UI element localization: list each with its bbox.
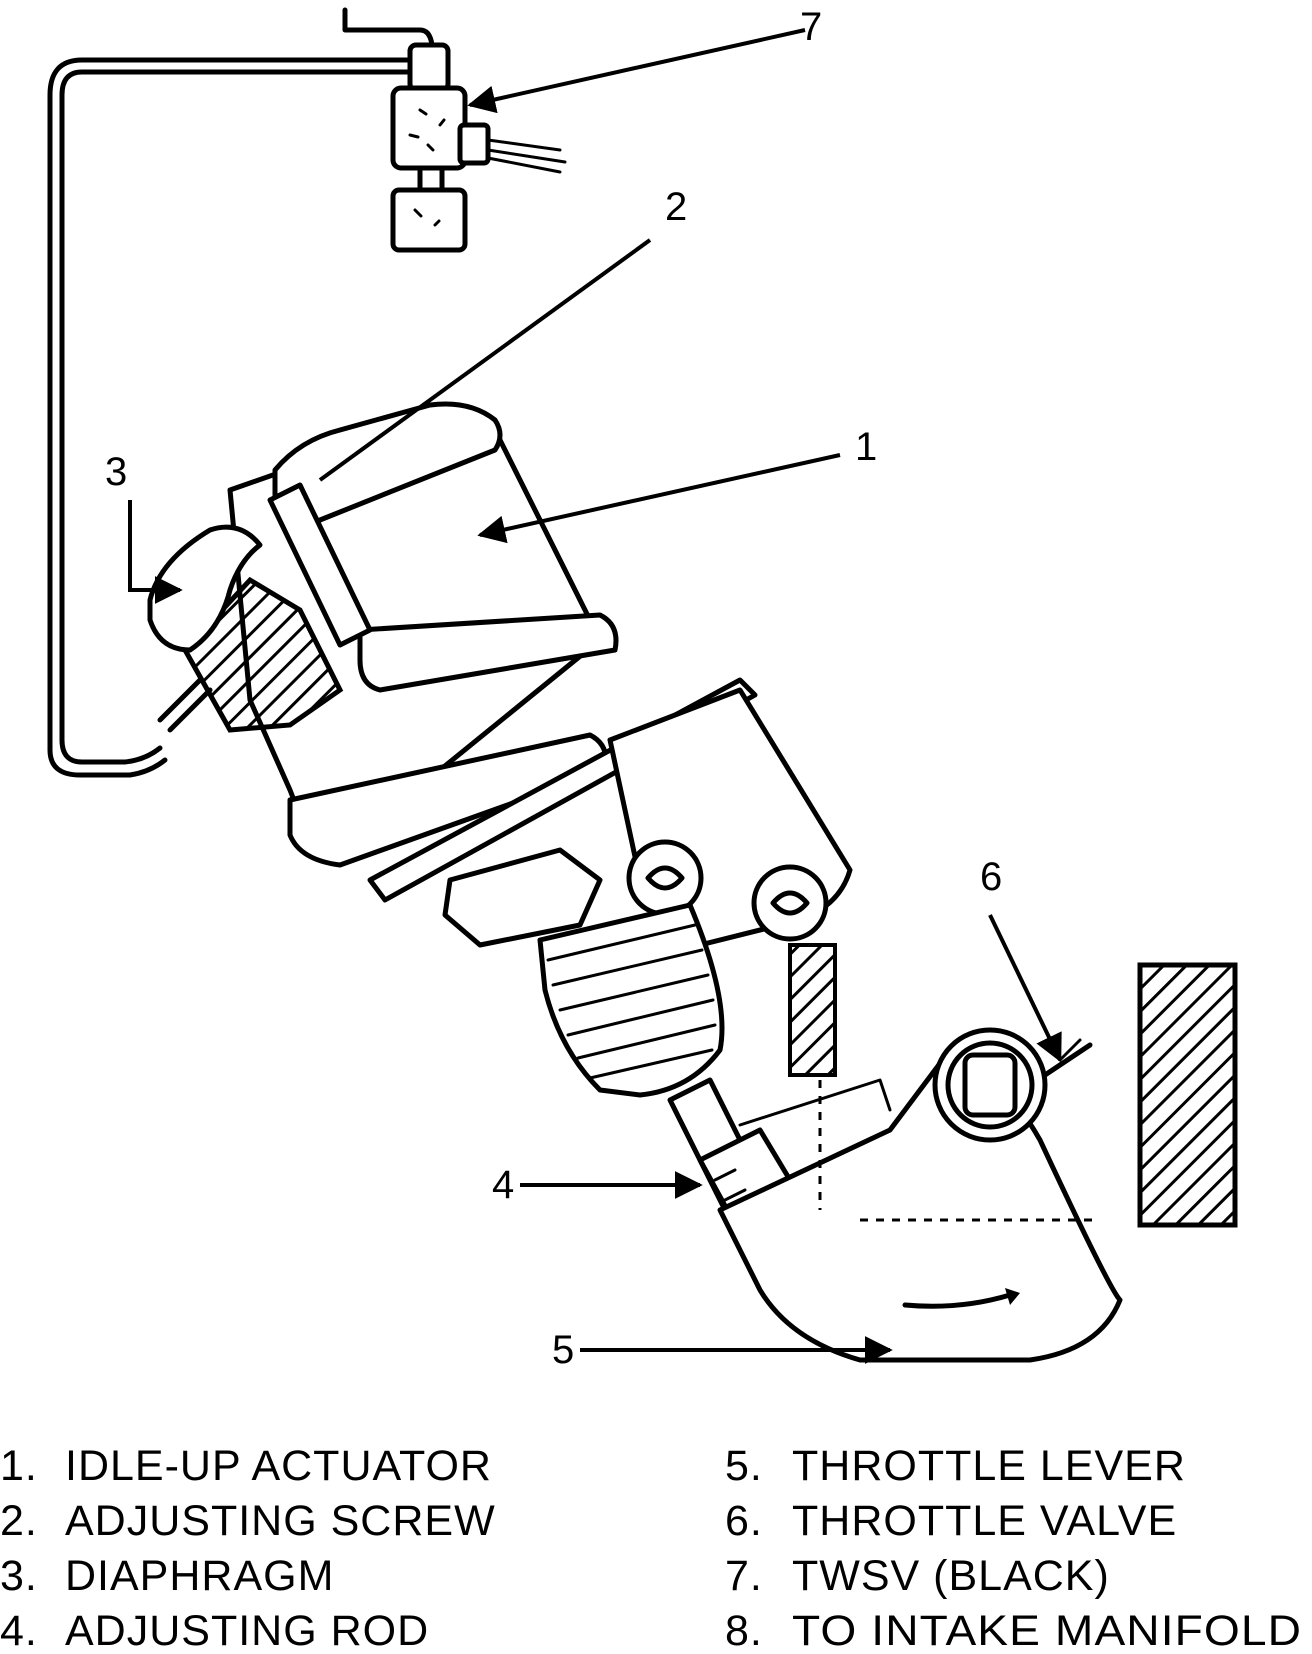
legend-left: 1. IDLE-UP ACTUATOR 2. ADJUSTING SCREW 3… <box>0 1442 496 1654</box>
legend-item-4-num: 4. <box>0 1607 38 1654</box>
bracket-screw-right <box>751 864 829 942</box>
leader-lines <box>128 28 1062 1364</box>
legend-item-1-text: IDLE-UP ACTUATOR <box>65 1442 492 1490</box>
legend-item-6-num: 6. <box>725 1497 763 1545</box>
hatched-wall-center <box>788 943 837 1077</box>
callout-5: 5 <box>552 1328 574 1372</box>
legend-item-5-text: THROTTLE LEVER <box>792 1442 1186 1490</box>
legend-item-6-text: THROTTLE VALVE <box>792 1497 1177 1545</box>
hatched-wall-right <box>1137 962 1238 1228</box>
throttle-valve <box>932 1027 1093 1143</box>
callout-3: 3 <box>105 450 127 494</box>
legend: 1. IDLE-UP ACTUATOR 2. ADJUSTING SCREW 3… <box>0 1442 1302 1654</box>
legend-item-8-text: TO INTAKE MANIFOLD <box>792 1607 1302 1654</box>
legend-item-2-text: ADJUSTING SCREW <box>65 1497 496 1545</box>
legend-item-7-text: TWSV (BLACK) <box>792 1552 1110 1600</box>
diaphragm <box>147 524 344 733</box>
legend-item-3-text: DIAPHRAGM <box>65 1552 334 1600</box>
legend-item-1-num: 1. <box>0 1442 38 1490</box>
legend-item-4-text: ADJUSTING ROD <box>65 1607 429 1654</box>
twsv-valve <box>390 42 567 253</box>
legend-item-2-num: 2. <box>0 1497 38 1545</box>
idle-up-actuator-body <box>227 401 853 1098</box>
legend-item-5-num: 5. <box>725 1442 763 1490</box>
callout-7: 7 <box>800 5 822 49</box>
throttle-lever <box>717 1047 1123 1363</box>
legend-right: 5. THROTTLE LEVER 6. THROTTLE VALVE 7. T… <box>725 1442 1302 1654</box>
callout-1: 1 <box>855 425 877 469</box>
legend-item-3-num: 3. <box>0 1552 38 1600</box>
callout-6: 6 <box>980 855 1002 899</box>
adjusting-screw <box>267 482 373 648</box>
legend-item-7-num: 7. <box>725 1552 763 1600</box>
callout-4: 4 <box>492 1163 514 1207</box>
legend-item-8-num: 8. <box>725 1607 763 1654</box>
callout-2: 2 <box>665 185 687 229</box>
